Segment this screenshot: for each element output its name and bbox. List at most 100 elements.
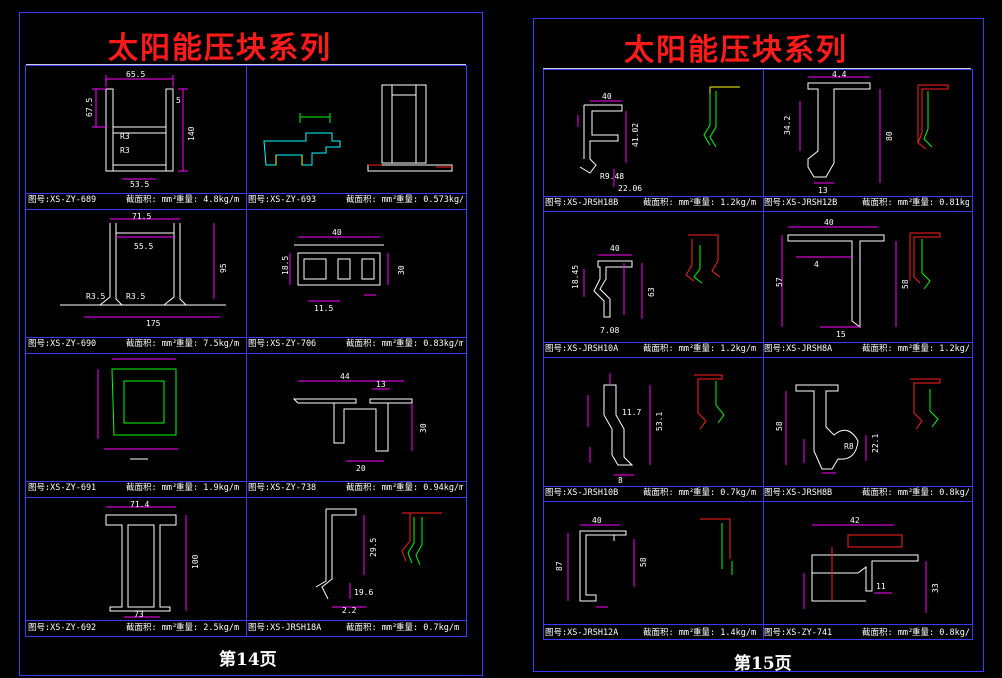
dimension-value: R9.48 <box>600 172 624 181</box>
dimension-value: 100 <box>191 554 200 569</box>
row-divider <box>544 624 972 625</box>
profile-outline <box>929 389 939 428</box>
dimension-value: 63 <box>647 287 656 297</box>
col-divider <box>763 70 764 639</box>
drawing-number: 图号:XS-ZY-693 <box>248 195 317 205</box>
dimension-value: 71.5 <box>132 212 151 221</box>
page-number: 第15页 <box>734 654 792 674</box>
drawing-number: 图号:XS-JRSH8A <box>764 344 833 354</box>
section-area: 截面积: mm² <box>643 628 695 638</box>
dimension-line <box>298 380 413 462</box>
section-area: 截面积: mm² <box>346 483 398 493</box>
row-divider <box>544 342 972 343</box>
profile-outline <box>721 523 733 575</box>
row-divider <box>544 486 972 487</box>
dimension-value: 20 <box>356 464 366 471</box>
profile-outline <box>593 260 633 318</box>
profile-drawing-XS-ZY-691 <box>97 358 178 460</box>
profile-outline <box>921 239 931 290</box>
profile-outline <box>923 91 933 148</box>
dimension-line <box>577 100 627 187</box>
profile-outline <box>909 232 941 284</box>
unit-weight: 重量: 0.81kg/m <box>912 198 969 208</box>
unit-weight: 重量: 1.4kg/m <box>693 628 757 638</box>
dimension-line <box>289 236 389 302</box>
dimension-value: 44 <box>340 372 350 381</box>
dimension-line <box>785 391 867 474</box>
dimension-line <box>299 113 331 123</box>
dimension-line <box>92 75 188 180</box>
dimension-value: 11.7 <box>622 408 641 417</box>
section-area: 截面积: mm² <box>643 488 695 498</box>
drawing-number: 图号:XS-JRSH10B <box>545 488 619 498</box>
dimension-value: 80 <box>885 131 894 141</box>
page-number: 第14页 <box>219 650 277 670</box>
dimension-value: 58 <box>639 557 648 567</box>
dimension-value: 11 <box>876 582 886 591</box>
dimension-value: 40 <box>602 92 612 101</box>
dimension-value: 7.08 <box>600 326 619 335</box>
dimension-line <box>97 358 178 450</box>
profile-outline <box>105 88 174 172</box>
profile-outline <box>787 234 885 328</box>
profile-drawing-XS-ZY-690: 71.5 55.5 95 R3.5 R3.5 175 <box>60 212 228 328</box>
section-area: 截面积: mm² <box>862 344 914 354</box>
profile-outline <box>367 84 453 172</box>
drawing-number: 图号:XS-ZY-706 <box>248 339 317 349</box>
drawing-number: 图号:XS-ZY-738 <box>248 483 317 493</box>
drawing-number: 图号:XS-ZY-741 <box>764 628 833 638</box>
section-area: 截面积: mm² <box>862 198 914 208</box>
profile-outline <box>811 554 919 602</box>
profile-outline <box>917 84 949 150</box>
unit-weight: 重量: 0.94kg/m <box>396 483 463 493</box>
dimension-line <box>799 76 881 184</box>
dimension-value: 42 <box>850 516 860 525</box>
dimension-value: 4.4 <box>832 71 847 79</box>
dimension-line <box>567 524 635 608</box>
unit-weight: 重量: 0.573kg/m <box>396 195 463 205</box>
dimension-value: 33 <box>931 583 940 593</box>
profile-outline <box>315 508 357 600</box>
dimension-value: R3.5 <box>86 292 105 301</box>
dimension-line <box>587 373 651 476</box>
profile-drawing-XS-ZY-692: 71.4 100 73 <box>105 500 200 619</box>
profile-drawing-XS-JRSH18B: 40 41.02 R9.48 22.06 <box>577 86 740 193</box>
dimension-value: 13 <box>818 186 828 193</box>
profile-drawing-XS-JRSH18A: 29.5 19.6 2.2 <box>315 508 442 615</box>
dimension-value: 40 <box>592 516 602 525</box>
section-area: 截面积: mm² <box>643 344 695 354</box>
profile-outline <box>807 82 871 178</box>
profile-drawing-XS-ZY-693 <box>263 84 453 172</box>
drawing-number: 图号:XS-JRSH18A <box>248 623 322 633</box>
unit-weight: 重量: 0.7kg/m <box>693 488 757 498</box>
section-area: 截面积: mm² <box>643 198 695 208</box>
dimension-value: 87 <box>555 561 564 571</box>
dimension-value: 29.5 <box>369 538 378 557</box>
dimension-line <box>583 254 643 319</box>
profile-drawing-XS-JRSH8B: 58 R8 22.1 <box>775 378 941 474</box>
dimension-value: 19.6 <box>354 588 373 597</box>
dimension-value: 53.1 <box>655 412 664 431</box>
profile-outline <box>105 514 177 612</box>
row-divider <box>544 211 972 212</box>
dimension-value: 95 <box>219 263 228 273</box>
profile-drawing-XS-ZY-689: 65.5 67.5 140 5 R3 R3 53.5 <box>85 70 196 189</box>
profile-outline <box>693 245 703 284</box>
dimension-value: 8 <box>618 476 623 483</box>
unit-weight: 重量: 7.5kg/m <box>176 339 240 349</box>
drawing-number: 图号:XS-ZY-690 <box>28 339 97 349</box>
dimension-value: 13 <box>376 380 386 389</box>
col-divider <box>246 66 247 636</box>
row-divider <box>544 501 972 502</box>
dimension-value: 41.02 <box>631 123 640 147</box>
unit-weight: 重量: 2.5kg/m <box>176 623 240 633</box>
dimension-value: 40 <box>610 244 620 253</box>
profile-drawing-XS-JRSH10B: 11.7 53.1 8 <box>587 373 725 483</box>
